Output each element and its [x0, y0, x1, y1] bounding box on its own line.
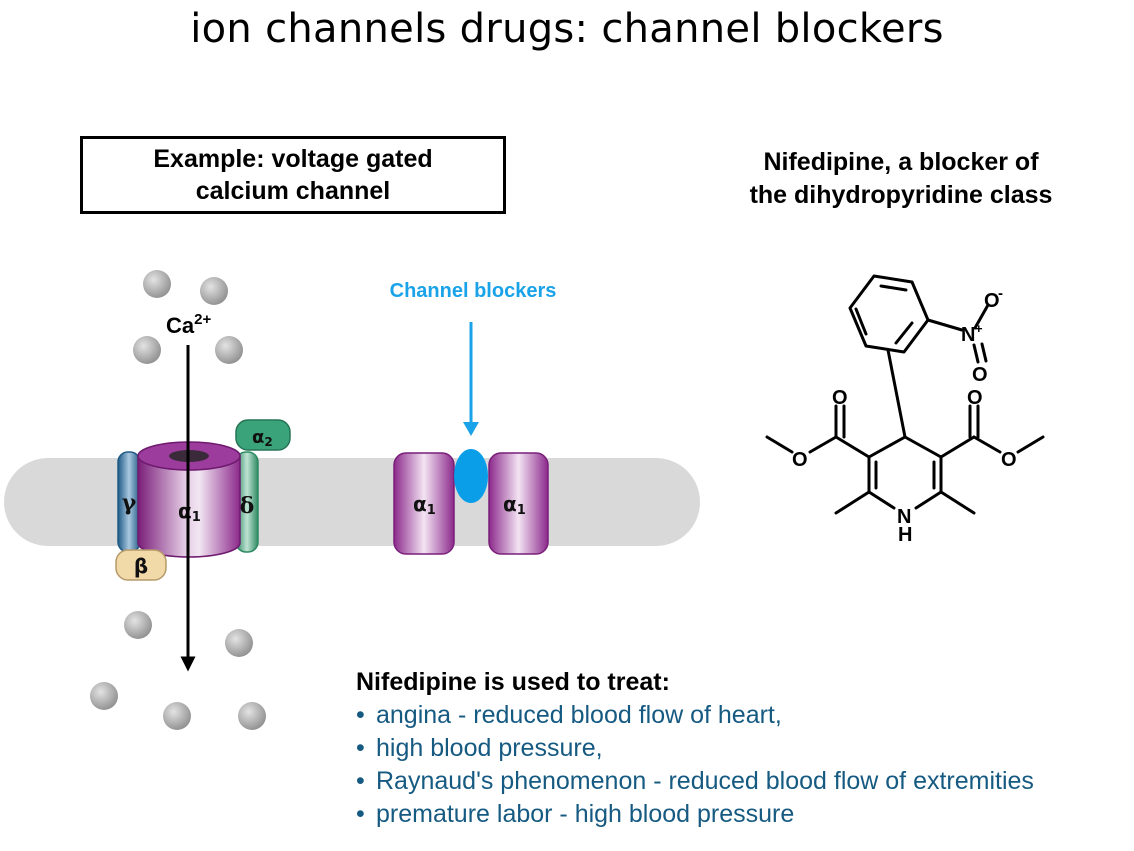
nifedipine-heading-line1: Nifedipine, a blocker of [763, 148, 1039, 176]
nitro-oxygen-minus: O [984, 290, 1000, 312]
example-box: Example: voltage gated calcium channel [80, 136, 506, 214]
calcium-ion [200, 277, 228, 305]
calcium-ions [90, 270, 266, 730]
use-text: angina - reduced blood flow of heart, [376, 701, 782, 729]
right-ester-oxygen: O [1001, 449, 1017, 471]
left-carbonyl-oxygen: O [832, 387, 848, 409]
nifedipine-heading-line2: the dihydropyridine class [749, 181, 1053, 209]
alpha1-block-right-label: α1 [503, 492, 526, 518]
cell-membrane [4, 458, 700, 546]
alpha1-block-left [393, 452, 455, 555]
nitro-plus: + [975, 321, 983, 336]
calcium-ion [90, 682, 118, 710]
nitro-nitrogen: N [961, 324, 975, 346]
uses-block: Nifedipine is used to treat: • angina - r… [356, 666, 1126, 831]
use-text: high blood pressure, [376, 734, 603, 762]
uses-list: • angina - reduced blood flow of heart, •… [356, 699, 1126, 831]
bullet: • [356, 800, 365, 828]
alpha2-subunit [235, 419, 291, 451]
gamma-label: γ [122, 490, 137, 516]
example-box-line1: Example: voltage gated [153, 145, 433, 173]
delta-label: δ [240, 493, 255, 519]
nitro-oxygen: O [972, 364, 988, 386]
blocker-arrow-head [463, 422, 479, 436]
bullet: • [356, 734, 365, 762]
list-item: • high blood pressure, [356, 732, 1126, 765]
bullet: • [356, 767, 365, 795]
blocker-molecule [454, 449, 488, 503]
calcium-ion [143, 270, 171, 298]
calcium-ion [215, 336, 243, 364]
calcium-ion [133, 336, 161, 364]
channel-blockers-label: Channel blockers [390, 280, 557, 302]
calcium-ion [163, 702, 191, 730]
nifedipine-structure [765, 274, 1045, 515]
slide-title: ion channels drugs: channel blockers [190, 6, 944, 52]
nitro-minus: - [998, 285, 1003, 302]
bullet: • [356, 701, 365, 729]
beta-label: β [134, 554, 148, 578]
use-text: Raynaud's phenomenon - reduced blood flo… [376, 767, 1034, 795]
example-box-line2: calcium channel [195, 177, 391, 205]
calcium-ion [238, 702, 266, 730]
list-item: • angina - reduced blood flow of heart, [356, 699, 1126, 732]
ring-hydrogen: H [898, 524, 912, 546]
calcium-label: Ca2+ [166, 311, 211, 338]
calcium-ion [124, 611, 152, 639]
left-ester-oxygen: O [792, 449, 808, 471]
list-item: • Raynaud's phenomenon - reduced blood fl… [356, 765, 1126, 798]
right-carbonyl-oxygen: O [967, 387, 983, 409]
list-item: • premature labor - high blood pressure [356, 798, 1126, 831]
alpha1-block-left-label: α1 [413, 492, 436, 518]
nifedipine-heading: Nifedipine, a blocker of the dihydropyri… [700, 146, 1102, 212]
use-text: premature labor - high blood pressure [376, 800, 795, 828]
alpha1-block-right [488, 452, 549, 555]
ring-nitrogen: N [897, 506, 911, 528]
uses-heading: Nifedipine is used to treat: [356, 668, 670, 696]
beta-subunit [115, 549, 167, 581]
alpha2-label: α2 [252, 427, 273, 449]
calcium-ion [225, 629, 253, 657]
